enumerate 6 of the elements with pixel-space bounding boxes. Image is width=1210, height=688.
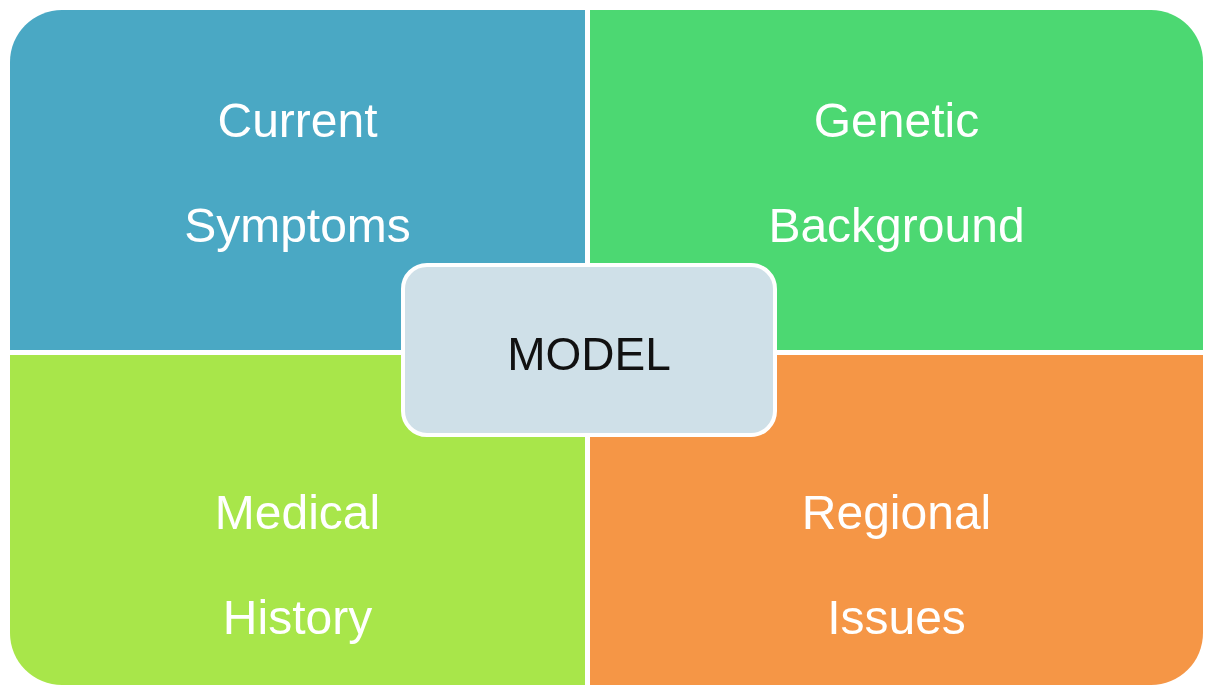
panel-label: Genetic Background — [767, 93, 1026, 254]
panel-label: Medical History — [213, 485, 382, 646]
panel-label: Regional Issues — [800, 485, 993, 646]
center-label: MODEL — [506, 327, 672, 382]
panel-label: Current Symptoms — [183, 93, 412, 254]
center-box — [401, 263, 777, 437]
